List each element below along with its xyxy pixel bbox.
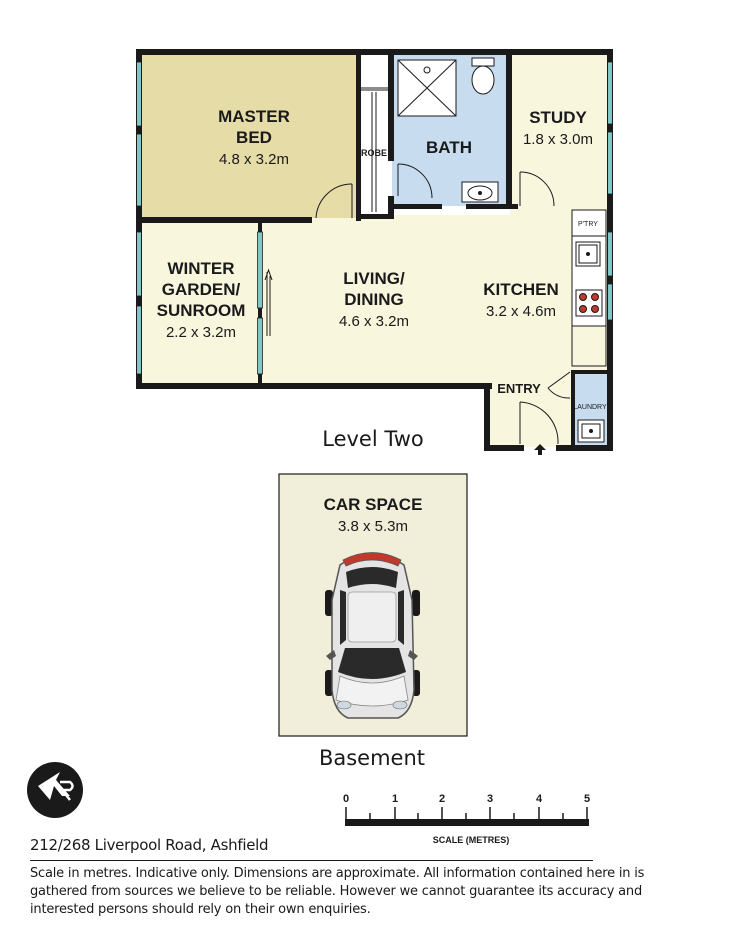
car-space: CAR SPACE 3.8 x 5.3m bbox=[278, 473, 468, 737]
north-compass-icon bbox=[27, 762, 83, 818]
robe-fill bbox=[360, 54, 390, 216]
living-label-2: DINING bbox=[344, 290, 404, 309]
scale-bar: 0 1 2 3 4 5 SCALE (METRES) bbox=[343, 793, 590, 845]
footer-divider bbox=[30, 860, 593, 861]
master-bed-label-1: MASTER bbox=[218, 107, 290, 126]
scale-tick-1: 1 bbox=[392, 793, 398, 805]
scale-tick-5: 5 bbox=[584, 793, 590, 805]
master-bed-dims: 4.8 x 3.2m bbox=[219, 151, 289, 168]
winter-garden-fill bbox=[139, 222, 260, 383]
basement-label: Basement bbox=[319, 746, 425, 770]
winter-garden-label-2: GARDEN/ bbox=[162, 280, 241, 299]
disclaimer-text: Scale in metres. Indicative only. Dimens… bbox=[30, 866, 645, 917]
window-master-1 bbox=[137, 62, 141, 126]
scale-tick-3: 3 bbox=[487, 793, 493, 805]
robe-shelving bbox=[361, 87, 388, 212]
study-dims: 1.8 x 3.0m bbox=[523, 131, 593, 148]
window-frames bbox=[136, 61, 613, 375]
winter-garden-label-3: SUNROOM bbox=[157, 301, 246, 320]
window-study-2 bbox=[608, 132, 612, 194]
window-winter-2 bbox=[137, 306, 141, 374]
laundry-label: LAUNDRY bbox=[573, 404, 607, 411]
window-winter-1 bbox=[137, 232, 141, 296]
entry-arrow-icon bbox=[534, 444, 546, 455]
window-sunroom-1 bbox=[258, 232, 262, 308]
appliance-space bbox=[571, 325, 607, 367]
kitchen-fixtures bbox=[571, 209, 607, 443]
car-space-label: CAR SPACE bbox=[324, 495, 423, 514]
living-label-1: LIVING/ bbox=[343, 269, 405, 288]
master-bed-label-2: BED bbox=[236, 128, 272, 147]
property-address: 212/268 Liverpool Road, Ashfield bbox=[30, 836, 269, 854]
robe-label: ROBE bbox=[361, 148, 387, 158]
kitchen-dims: 3.2 x 4.6m bbox=[486, 303, 556, 320]
bath-fixtures bbox=[397, 57, 499, 203]
pantry-cupboard bbox=[571, 209, 607, 237]
winter-garden-dims: 2.2 x 3.2m bbox=[166, 324, 236, 341]
study-label: STUDY bbox=[529, 108, 587, 127]
scale-tick-4: 4 bbox=[536, 793, 543, 805]
pantry-label: P'TRY bbox=[578, 221, 598, 228]
level-two-label: Level Two bbox=[322, 427, 423, 451]
window-master-2 bbox=[137, 134, 141, 206]
room-labels: MASTER BED 4.8 x 3.2m ROBE BATH STUDY 1.… bbox=[157, 107, 607, 411]
scale-caption: SCALE (METRES) bbox=[433, 835, 510, 845]
scale-tick-2: 2 bbox=[439, 793, 445, 805]
toilet-icon bbox=[471, 57, 495, 67]
doors bbox=[315, 163, 571, 445]
master-bed-fill bbox=[139, 54, 358, 218]
cooktop-icon bbox=[575, 289, 603, 317]
car-icon bbox=[325, 552, 420, 719]
window-study-1 bbox=[608, 62, 612, 124]
kitchen-label: KITCHEN bbox=[483, 280, 559, 299]
windows bbox=[137, 62, 612, 374]
winter-garden-label-1: WINTER bbox=[167, 259, 234, 278]
sliding-door-icon bbox=[264, 268, 273, 336]
entry-label: ENTRY bbox=[497, 381, 541, 396]
bath-label: BATH bbox=[426, 138, 472, 157]
scale-tick-0: 0 bbox=[343, 793, 349, 805]
study-fill bbox=[512, 54, 608, 206]
window-kitchen-1 bbox=[608, 232, 612, 276]
car-space-dims: 3.8 x 5.3m bbox=[338, 518, 408, 535]
window-sunroom-2 bbox=[258, 318, 262, 374]
living-dims: 4.6 x 3.2m bbox=[339, 313, 409, 330]
window-kitchen-2 bbox=[608, 284, 612, 320]
